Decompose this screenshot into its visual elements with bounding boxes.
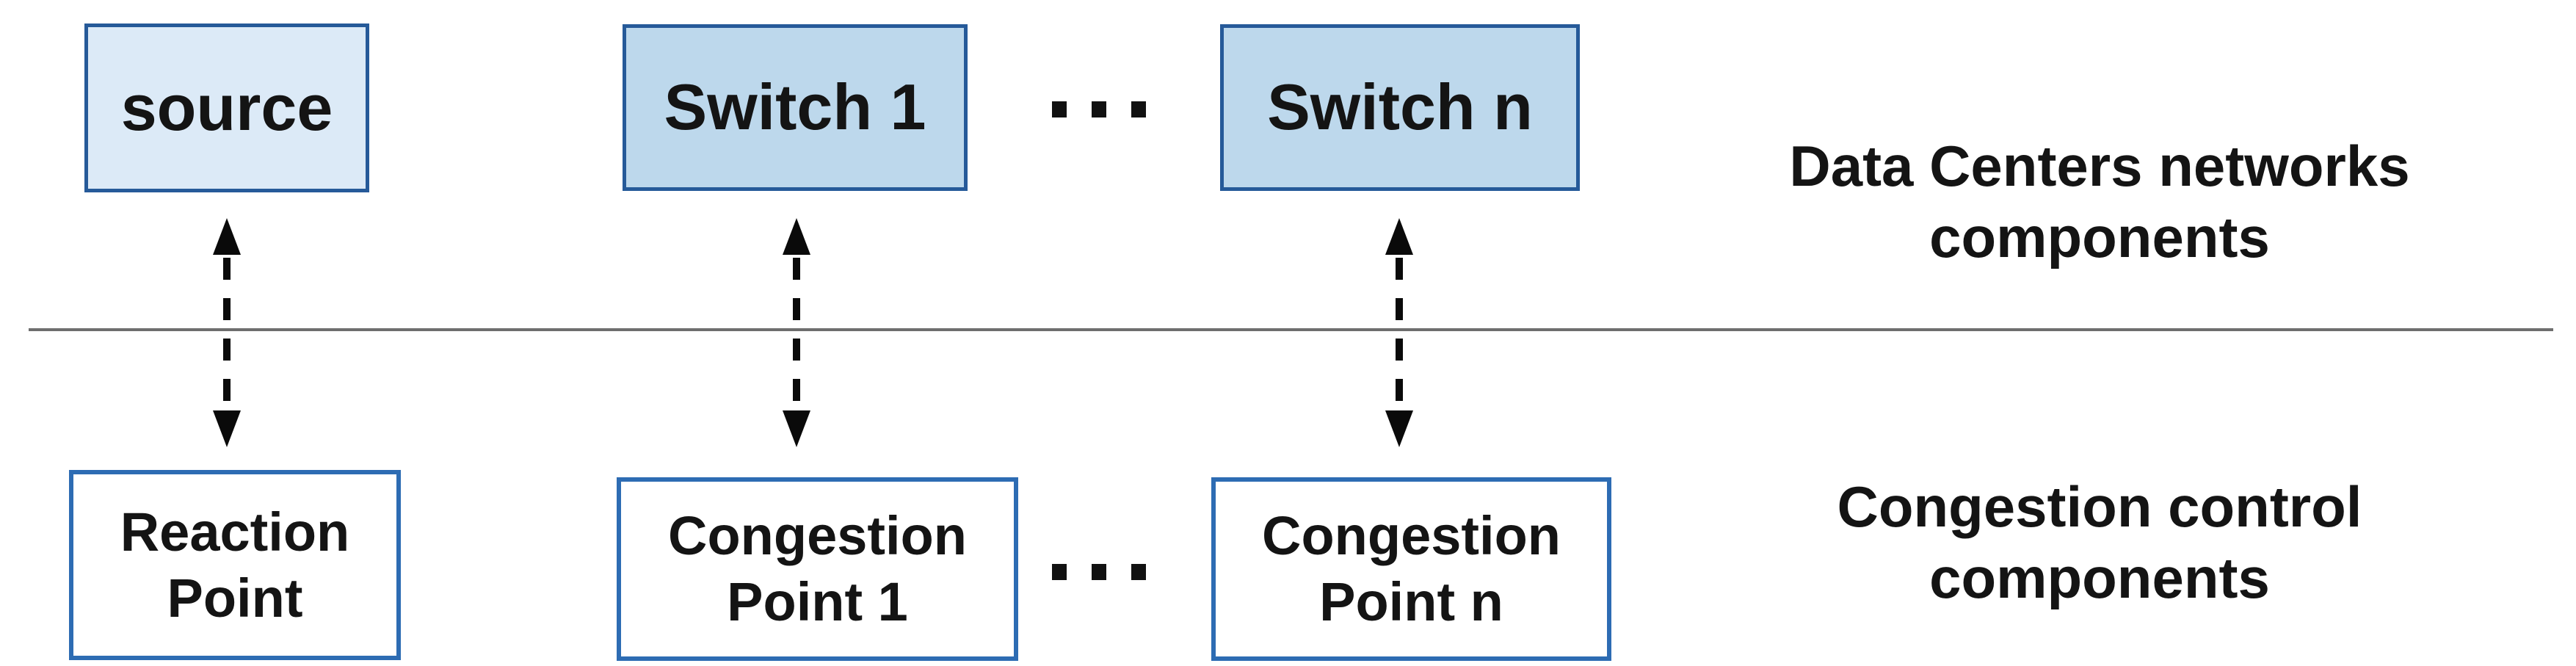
node-switch-1: Switch 1 bbox=[623, 24, 968, 191]
dashed-double-arrow-switchn-congestionn bbox=[1377, 218, 1421, 447]
ellipsis-icon bbox=[1052, 564, 1146, 580]
ellipsis-dot bbox=[1131, 101, 1146, 117]
ellipsis-icon bbox=[1052, 101, 1146, 117]
section-divider-line bbox=[29, 328, 2553, 331]
node-source-label: source bbox=[120, 70, 333, 144]
node-congestion-point-1-label: Congestion Point 1 bbox=[668, 505, 967, 632]
ellipsis-dot bbox=[1092, 564, 1106, 580]
section-label-data-centers-networks: Data Centers networks components bbox=[1789, 134, 2410, 269]
node-congestion-point-1: Congestion Point 1 bbox=[617, 477, 1018, 661]
dashed-double-arrow-switch1-congestion1 bbox=[774, 218, 819, 447]
node-congestion-point-n: Congestion Point n bbox=[1211, 477, 1611, 661]
node-switch-n: Switch n bbox=[1220, 24, 1580, 191]
node-reaction-point: Reaction Point bbox=[69, 470, 401, 660]
section-label-congestion-control: Congestion control components bbox=[1837, 474, 2362, 610]
node-source: source bbox=[84, 23, 369, 192]
ellipsis-dot bbox=[1131, 564, 1146, 580]
node-switch-n-label: Switch n bbox=[1267, 70, 1533, 144]
ellipsis-dot bbox=[1092, 101, 1106, 117]
ellipsis-dot bbox=[1052, 564, 1067, 580]
ellipsis-dot bbox=[1052, 101, 1067, 117]
node-switch-1-label: Switch 1 bbox=[664, 70, 926, 144]
dashed-double-arrow-source-reaction bbox=[205, 218, 249, 447]
node-congestion-point-n-label: Congestion Point n bbox=[1262, 505, 1561, 632]
node-reaction-point-label: Reaction Point bbox=[120, 501, 350, 629]
